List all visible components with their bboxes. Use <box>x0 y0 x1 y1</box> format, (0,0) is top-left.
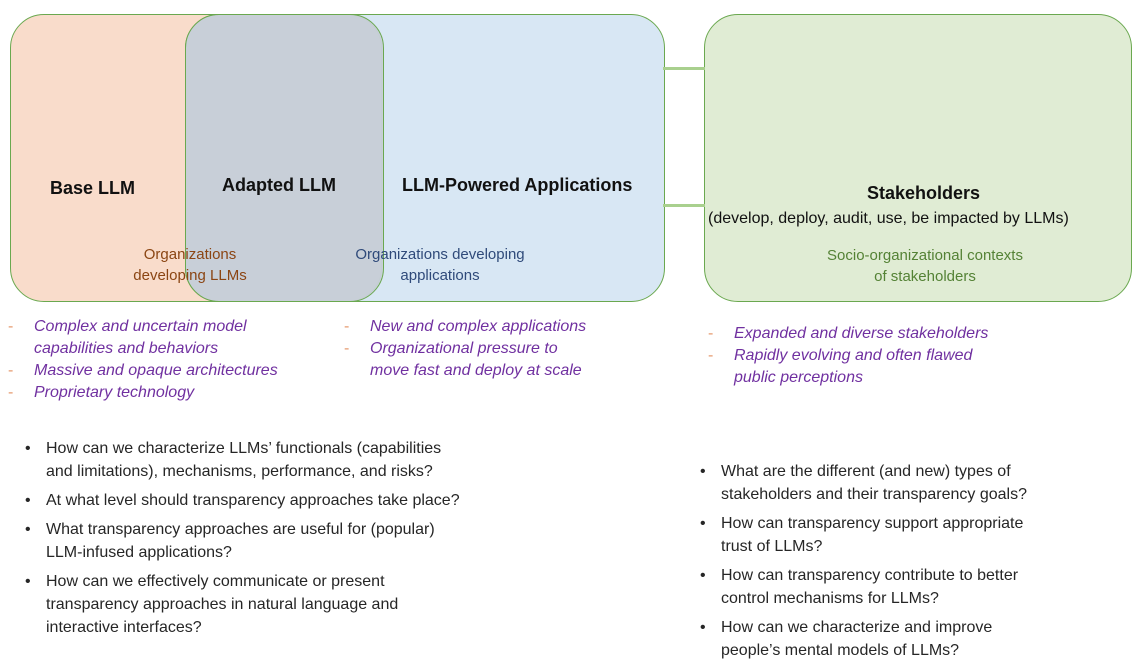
list-item: •How can we characterize LLMs’ functiona… <box>25 440 442 480</box>
list-item: •What transparency approaches are useful… <box>25 521 435 561</box>
list-item: -Expanded and diverse stakeholders <box>708 325 989 342</box>
svg-text:+: + <box>985 24 1000 45</box>
list-item: -Proprietary technology <box>8 384 195 401</box>
application-challenges-list: -New and complex applications -Organizat… <box>344 316 664 382</box>
stakeholders-label: Stakeholders <box>867 183 981 203</box>
connector-line-top <box>663 67 705 70</box>
svg-text:+: + <box>849 26 864 47</box>
list-item: -New and complex applications <box>344 318 587 335</box>
list-item: •How can transparency contribute to bett… <box>700 567 1019 607</box>
svg-text::: : <box>999 17 1006 42</box>
base-llm-label: Base LLM <box>50 178 136 198</box>
list-item: -Massive and opaque architectures <box>8 362 278 379</box>
stakeholder-challenges-list: -Expanded and diverse stakeholders -Rapi… <box>708 323 1088 389</box>
applications-label: LLM-Powered Applications <box>402 175 633 195</box>
list-item: •At what level should transparency appro… <box>25 492 460 509</box>
adapted-llm-label: Adapted LLM <box>222 175 336 195</box>
list-item: •What are the different (and new) types … <box>700 463 1027 503</box>
stakeholders-panel <box>704 14 1132 302</box>
right-questions-list: •What are the different (and new) types … <box>697 460 1137 668</box>
connector-line-bottom <box>663 204 705 207</box>
left-questions-list: •How can we characterize LLMs’ functiona… <box>22 437 622 645</box>
stakeholders-subtitle: (develop, deploy, audit, use, be impacte… <box>708 210 1069 227</box>
list-item: •How can we effectively communicate or p… <box>25 573 399 636</box>
adapted-llm-panel <box>185 14 384 302</box>
list-item: •How can transparency support appropriat… <box>700 515 1024 555</box>
svg-text::: : <box>838 17 845 42</box>
